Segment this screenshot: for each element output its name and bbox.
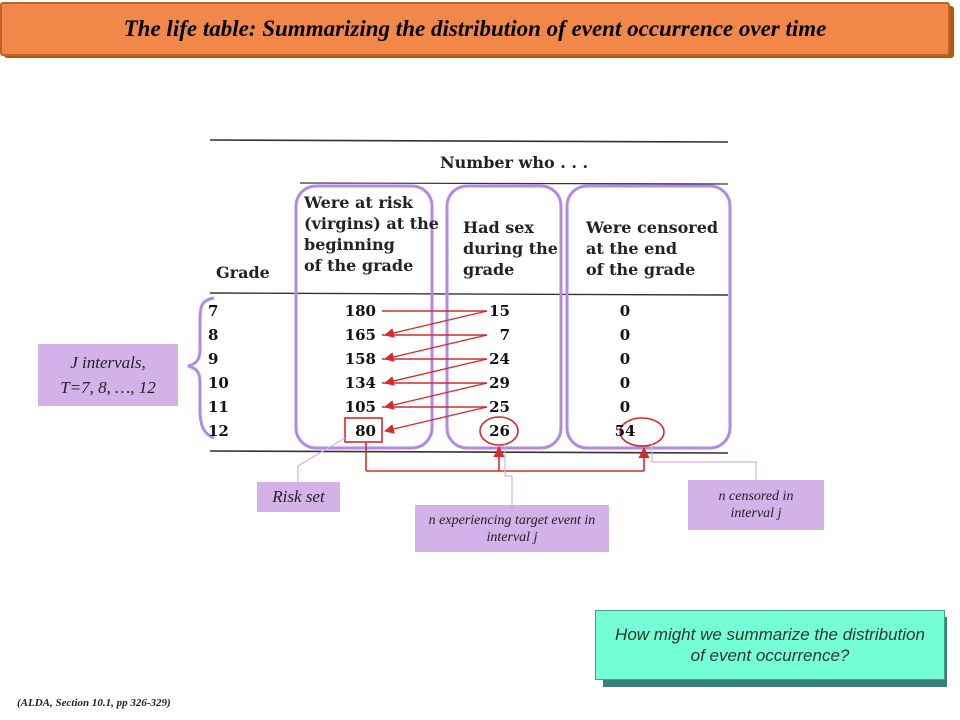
censored-column-header: Were censored at the end of the grade (586, 218, 719, 279)
events-cell: 29 (489, 374, 510, 392)
j-intervals-callout: J intervals, T=7, 8, …, 12 (38, 344, 178, 406)
censored-cell: 0 (619, 326, 631, 344)
table-bottom-rule (209, 450, 729, 454)
arrow-to-80 (384, 406, 488, 434)
header-bottom-rule (209, 292, 729, 296)
at-risk-cell: 80 (355, 422, 376, 440)
callout-connectors (297, 437, 757, 506)
censored-cell: 0 (619, 374, 631, 392)
risk-set-arrows (382, 310, 488, 434)
grade-cell: 8 (208, 326, 219, 344)
slide-title-banner: The life table: Summarizing the distribu… (0, 2, 950, 56)
censored-cell: 54 (614, 422, 636, 440)
question-box: How might we summarize the distribution … (595, 610, 945, 680)
arrow-to-134 (384, 358, 488, 386)
events-cell: 25 (489, 398, 510, 416)
events-cell: 26 (489, 422, 510, 440)
grade-cell: 10 (208, 374, 229, 392)
grade-cell: 7 (208, 302, 219, 320)
n-censored-callout: n censored in interval j (688, 480, 824, 530)
at-risk-cell: 105 (344, 398, 376, 416)
grade-brace (187, 296, 215, 440)
header-underline (299, 182, 729, 185)
arrow-to-158 (384, 334, 488, 362)
censored-cell: 0 (619, 350, 631, 368)
table-top-rule (209, 139, 729, 143)
censored-54-circle (619, 417, 665, 447)
censored-cell: 0 (619, 398, 631, 416)
number-who-header: Number who . . . (440, 153, 589, 172)
events-cell: 24 (489, 350, 510, 368)
at-risk-cell: 134 (344, 374, 376, 392)
grade-cell: 9 (208, 350, 219, 368)
at-risk-cell: 180 (344, 302, 376, 320)
risk-column-highlight (294, 184, 434, 450)
arrow-to-105 (384, 382, 488, 410)
grade-cell: 11 (208, 398, 229, 416)
event-column-header: Had sex during the grade (463, 218, 558, 279)
arrow-to-165 (384, 310, 488, 338)
censored-cell: 0 (619, 302, 631, 320)
grade-header: Grade (216, 263, 270, 282)
at-risk-cell: 165 (344, 326, 376, 344)
slide-title: The life table: Summarizing the distribu… (123, 16, 827, 41)
events-cell: 7 (499, 326, 510, 344)
citation: (ALDA, Section 10.1, pp 326-329) (17, 697, 171, 709)
at-risk-cell: 158 (344, 350, 376, 368)
grade-cell: 12 (208, 422, 229, 440)
risk-set-callout: Risk set (257, 482, 340, 512)
risk-set-80-box (344, 417, 383, 443)
events-cell: 15 (489, 302, 510, 320)
n-events-callout: n experiencing target event in interval … (415, 505, 609, 552)
events-26-circle (479, 416, 519, 446)
risk-column-header: Were at risk (virgins) at the beginning … (304, 193, 439, 275)
